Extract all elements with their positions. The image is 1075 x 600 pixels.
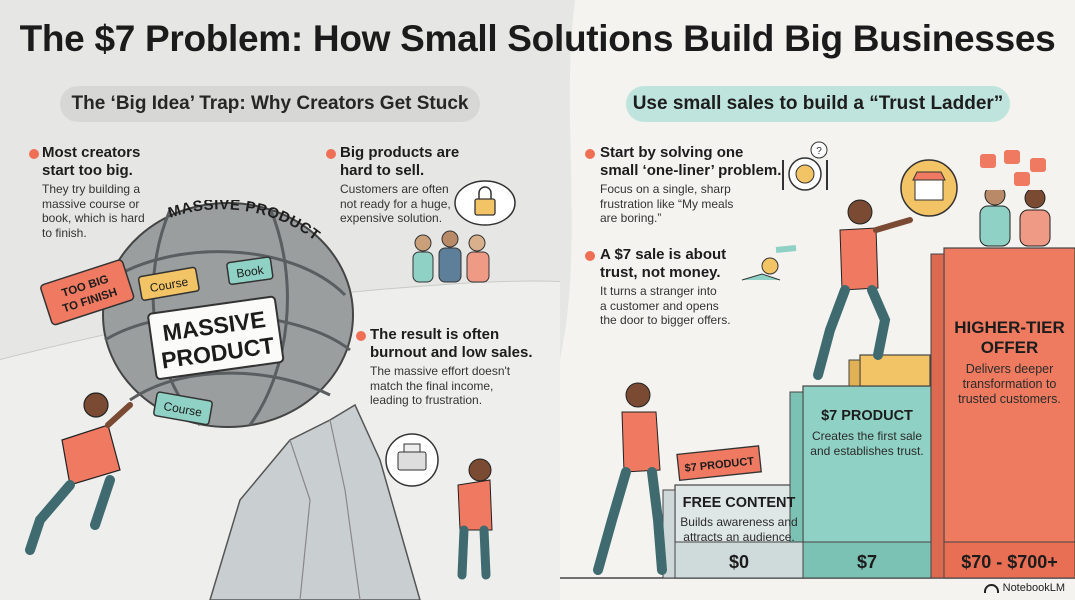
cash-register-icon xyxy=(397,443,427,471)
trust-ladder-stairs: $7 PRODUCT xyxy=(593,190,1075,579)
coin-exchange-icon xyxy=(741,245,797,281)
padlock-icon xyxy=(474,186,496,216)
bullet-dot xyxy=(356,331,366,341)
right-section-heading: Use small sales to build a “Trust Ladder… xyxy=(626,86,1010,122)
bullet-dot xyxy=(585,149,595,159)
brand-name: NotebookLM xyxy=(1002,582,1065,594)
shop-icon xyxy=(900,159,958,217)
svg-text:?: ? xyxy=(816,146,822,157)
step-title-7-product: $7 PRODUCT xyxy=(821,408,913,424)
lock-and-people-illustration xyxy=(412,180,516,283)
burnout-illustration xyxy=(385,433,493,580)
course-tag: Course xyxy=(137,266,200,301)
7-product-box: $7 PRODUCT xyxy=(676,445,762,482)
person-carrying-box xyxy=(593,382,667,575)
too-big-tag: TOO BIG TO FINISH xyxy=(40,259,135,326)
bullet-dot xyxy=(326,149,336,159)
price-7-product: $7 xyxy=(856,552,878,572)
pushing-person xyxy=(25,392,133,555)
svg-text:Course: Course xyxy=(149,275,190,296)
tired-person xyxy=(457,458,493,580)
left-section-heading: The ‘Big Idea’ Trap: Why Creators Get St… xyxy=(60,86,480,122)
notebooklm-logo-icon xyxy=(983,583,999,593)
happy-customers xyxy=(979,190,1051,247)
book-tag: Book xyxy=(226,256,274,286)
cliff-rock xyxy=(209,403,421,600)
meal-plate-icon: ? xyxy=(782,141,828,191)
course-tag-2: Course xyxy=(153,391,213,426)
step-title-free-content: FREE CONTENT xyxy=(682,495,796,511)
person-climbing xyxy=(813,199,913,380)
big-idea-illustration: MASSIVE PRODUCT MASSIVE PRODUCT TOO BIG … xyxy=(25,200,421,600)
step-higher-tier-offer xyxy=(943,247,1075,579)
bullet-dot xyxy=(29,149,39,159)
svg-text:Book: Book xyxy=(235,263,265,281)
bullet-dot xyxy=(585,251,595,261)
svg-text:Course: Course xyxy=(163,399,204,420)
heart-notification-icons xyxy=(980,150,1046,186)
people-group-icon xyxy=(412,230,490,283)
price-higher-tier: $70 - $700+ xyxy=(961,552,1058,572)
footer-brand: NotebookLM xyxy=(983,582,1065,594)
price-free-content: $0 xyxy=(728,552,750,572)
page-title: The $7 Problem: How Small Solutions Buil… xyxy=(19,18,1056,59)
